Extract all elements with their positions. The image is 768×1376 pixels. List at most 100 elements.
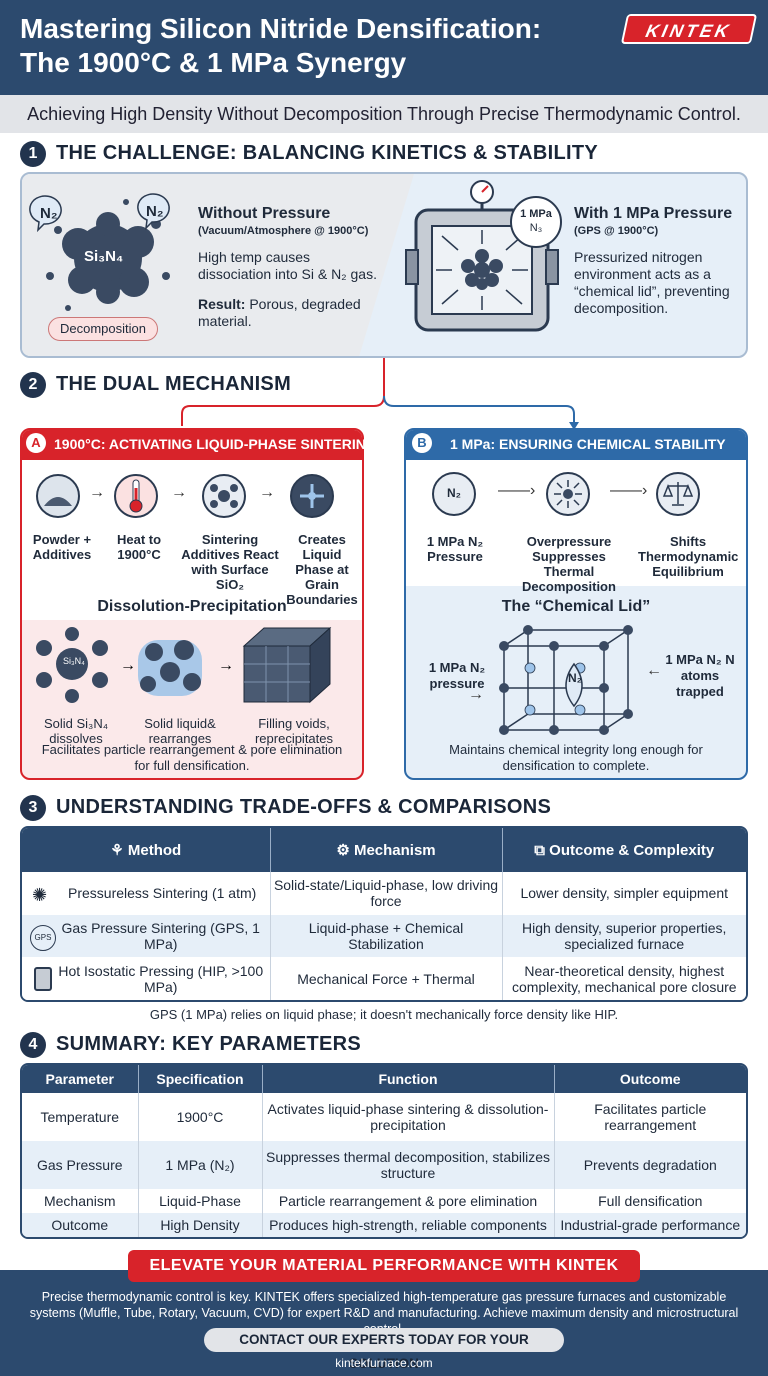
spec-cell: 1900°C (137, 1093, 262, 1141)
function-cell: Produces high-strength, reliable compone… (261, 1213, 554, 1237)
spec-cell: Liquid-Phase (137, 1189, 262, 1213)
kintek-logo[interactable]: KINTEK (620, 14, 758, 44)
with-pressure-heading: With 1 MPa Pressure (574, 205, 733, 222)
outcome-cell: Near-theoretical density, highest comple… (501, 957, 746, 1000)
n2-bubble-right: N₂ (146, 203, 164, 220)
n2-drop-label: N₂ (447, 486, 461, 500)
section-1-title: THE CHALLENGE: BALANCING KINETICS & STAB… (56, 142, 599, 164)
lid-right-arrow: ← (646, 662, 662, 679)
outcome-cell: Industrial-grade performance (553, 1213, 746, 1237)
step-a3: Sintering Additives React with Surface S… (181, 532, 279, 592)
arrow-b1: ——› (498, 482, 536, 499)
function-cell: Suppresses thermal decomposition, stabil… (261, 1141, 554, 1189)
overpressure-glyph (554, 480, 582, 508)
method-cell: ✺Pressureless Sintering (1 atm) (32, 885, 257, 906)
powder-pile-icon (44, 497, 72, 506)
col-specification: Specification (137, 1065, 262, 1093)
step-a2: Heat to 1900°C (116, 532, 162, 562)
substep-a2: Solid liquid& rearranges (144, 716, 216, 746)
spec-cell: High Density (137, 1213, 262, 1237)
dissolution-title: Dissolution-Precipitation (97, 598, 287, 615)
substep-a1: Solid Si₃N₄ dissolves (43, 716, 109, 746)
table-row: Outcome High Density Produces high-stren… (22, 1213, 746, 1237)
mechanism-cell: Solid-state/Liquid-phase, low driving fo… (269, 872, 502, 915)
outcome-cell: Facilitates particle rearrangement (553, 1093, 746, 1141)
subtitle: Achieving High Density Without Decomposi… (0, 95, 768, 133)
outcome-cell: Prevents degradation (553, 1141, 746, 1189)
param-cell: Temperature (40, 1109, 120, 1125)
panel-a-note: Facilitates particle rearrangement & por… (41, 742, 343, 773)
n2-drop-icon (432, 472, 476, 516)
col-outcome: ⧉ Outcome & Complexity (501, 828, 746, 872)
thermometer-glyph (129, 479, 143, 513)
panel-b-header (406, 430, 746, 460)
col-parameter: Parameter (45, 1071, 115, 1087)
comparison-table: ⚘ Method ⚙ Mechanism ⧉ Outcome & Complex… (20, 826, 748, 1002)
gauge-label: 1 MPa (520, 208, 552, 220)
table-row: Gas Pressure 1 MPa (N₂) Suppresses therm… (22, 1141, 746, 1189)
spec-cell: 1 MPa (N₂) (137, 1141, 262, 1189)
contact-button[interactable]: CONTACT OUR EXPERTS TODAY FOR YOUR SOLUT… (204, 1328, 564, 1371)
footer-url[interactable]: kintekfurnace.com (335, 1356, 433, 1370)
panel-a-header (22, 430, 362, 460)
param-cell: Mechanism (43, 1193, 116, 1209)
workflow-icon: ⚘ (110, 842, 128, 859)
branch-connectors (181, 358, 579, 430)
section-4-number: 4 (20, 1032, 46, 1058)
n2-bubble-left: N₂ (40, 205, 58, 222)
cluster-icon: ✺ (32, 885, 48, 906)
lid-left-label: 1 MPa N₂ pressure (428, 660, 486, 691)
gear-icon: ⚙ (336, 842, 354, 859)
table-row: Mechanism Liquid-Phase Particle rearrang… (22, 1189, 746, 1213)
gps-icon: GPS (30, 924, 56, 951)
summary-header-row: Parameter Specification Function Outcome (22, 1065, 746, 1093)
comparison-note: GPS (1 MPa) relies on liquid phase; it d… (149, 1007, 619, 1022)
substep-a3: Filling voids, reprecipitates (254, 716, 334, 746)
gauge-sub: N₃ (529, 222, 543, 234)
balance-scale-glyph (662, 482, 694, 506)
panel-b-badge: B (412, 433, 432, 453)
panel-a-title: 1900°C: ACTIVATING LIQUID-PHASE SINTERIN… (54, 436, 377, 452)
arrow-a3: → (259, 484, 275, 501)
col-mechanism: ⚙ Mechanism (269, 828, 502, 872)
step-a1: Powder + Additives (32, 532, 92, 562)
dissolution-precipitation-diagram: → → (36, 626, 332, 704)
col-outcome: Outcome (553, 1065, 746, 1093)
powder-icon (36, 474, 80, 518)
press-icon (34, 967, 52, 992)
lid-right-label: 1 MPa N₂ N atoms trapped (665, 652, 735, 699)
mechanism-cell: Mechanical Force + Thermal (269, 957, 502, 1000)
without-pressure-text: High temp causes dissociation into Si & … (198, 249, 377, 282)
section-1-number: 1 (20, 141, 46, 167)
lid-left-arrow: → (468, 686, 484, 703)
gauge-badge (510, 196, 562, 248)
step-b2: Overpressure Suppresses Thermal Decompos… (522, 534, 616, 594)
chemical-lid-lattice (499, 625, 633, 735)
table-row: Hot Isostatic Pressing (HIP, >100 MPa) M… (22, 957, 746, 1000)
without-pressure-result: Result: Porous, degraded material. (198, 296, 361, 329)
panel-a-badge: A (26, 433, 46, 453)
grain-boundary-glyph (300, 484, 324, 508)
si3n4-particle-label: Si₃N₄ (63, 656, 85, 666)
pressure-chamber-illustration (405, 180, 559, 332)
step-a4: Creates Liquid Phase at Grain Boundaries (286, 532, 358, 607)
additives-glyph (210, 484, 238, 508)
challenge-split-bg (22, 174, 414, 356)
si3n4-label: Si₃N₄ (84, 248, 124, 265)
section-3-number: 3 (20, 795, 46, 821)
table-row: Temperature 1900°C Activates liquid-phas… (22, 1093, 746, 1141)
outcome-cell: Full densification (553, 1189, 746, 1213)
decomposition-badge: Decomposition (48, 317, 158, 341)
section-4-title: SUMMARY: KEY PARAMETERS (56, 1033, 362, 1055)
col-function: Function (261, 1065, 554, 1093)
outcome-cell: Lower density, simpler equipment (501, 872, 746, 915)
section-3-title: UNDERSTANDING TRADE-OFFS & COMPARISONS (56, 796, 552, 818)
function-cell: Particle rearrangement & pore eliminatio… (261, 1189, 554, 1213)
method-cell: Hot Isostatic Pressing (HIP, >100 MPa) (22, 957, 270, 1000)
section-2-title: THE DUAL MECHANISM (56, 373, 292, 395)
outcome-cell: High density, superior properties, speci… (501, 914, 746, 958)
hierarchy-icon: ⧉ (534, 841, 550, 859)
param-cell: Outcome (51, 1217, 109, 1233)
